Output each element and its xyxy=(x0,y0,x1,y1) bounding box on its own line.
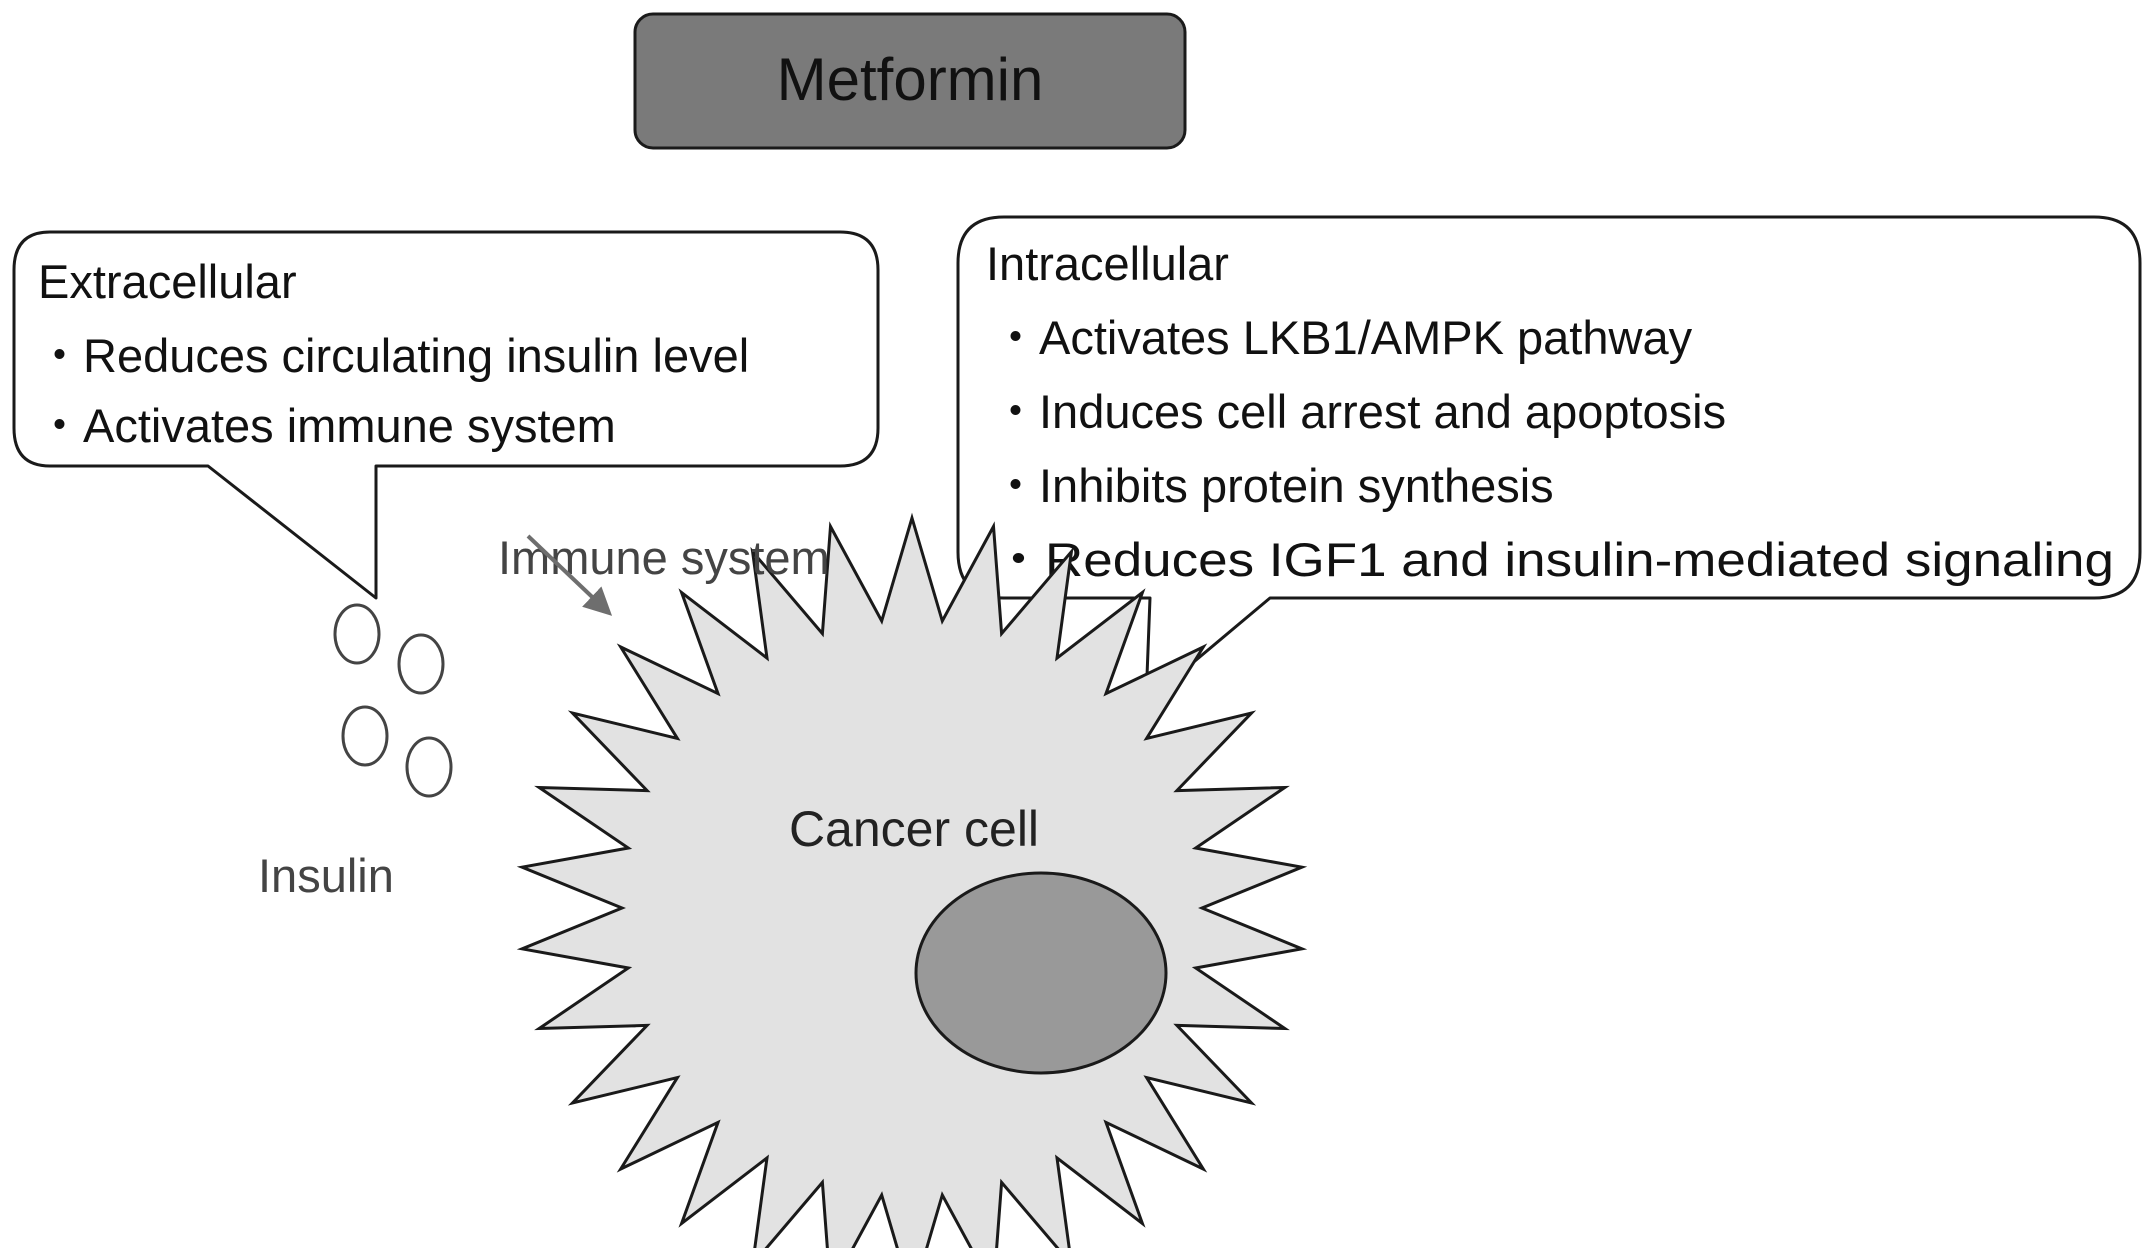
cancer-cell-nucleus xyxy=(914,871,1168,1075)
insulin-molecule xyxy=(341,705,389,767)
immune-system-arrow xyxy=(526,534,613,616)
metformin-box: Metformin xyxy=(633,12,1187,150)
intracellular-item: ・Induces cell arrest and apoptosis xyxy=(992,385,1726,438)
extracellular-item: ・Reduces circulating insulin level xyxy=(36,329,749,382)
intracellular-item: ・Inhibits protein synthesis xyxy=(992,459,1554,512)
cancer-cell: Cancer cell xyxy=(516,512,1308,1248)
insulin-molecule xyxy=(397,633,445,695)
intracellular-callout-shape xyxy=(956,215,2142,704)
extracellular-item: ・Activates immune system xyxy=(36,399,616,452)
extracellular-callout: Extracellular ・Reduces circulating insul… xyxy=(12,230,880,600)
metformin-box-shape xyxy=(633,12,1187,150)
insulin-molecule xyxy=(333,603,381,665)
intracellular-heading: Intracellular xyxy=(986,237,1229,290)
intracellular-item: ・Activates LKB1/AMPK pathway xyxy=(992,311,1693,364)
insulin-label: Insulin xyxy=(258,849,394,902)
cancer-cell-body xyxy=(516,512,1308,1248)
intracellular-item: ・Reduces IGF1 and insulin-mediated signa… xyxy=(992,533,2114,586)
insulin-molecules xyxy=(333,603,453,798)
cancer-cell-label: Cancer cell xyxy=(789,801,1039,857)
intracellular-callout: Intracellular ・Activates LKB1/AMPK pathw… xyxy=(956,215,2142,704)
extracellular-heading: Extracellular xyxy=(38,255,297,308)
extracellular-callout-shape xyxy=(12,230,880,600)
insulin-molecule xyxy=(405,736,453,798)
metformin-title: Metformin xyxy=(777,46,1044,113)
